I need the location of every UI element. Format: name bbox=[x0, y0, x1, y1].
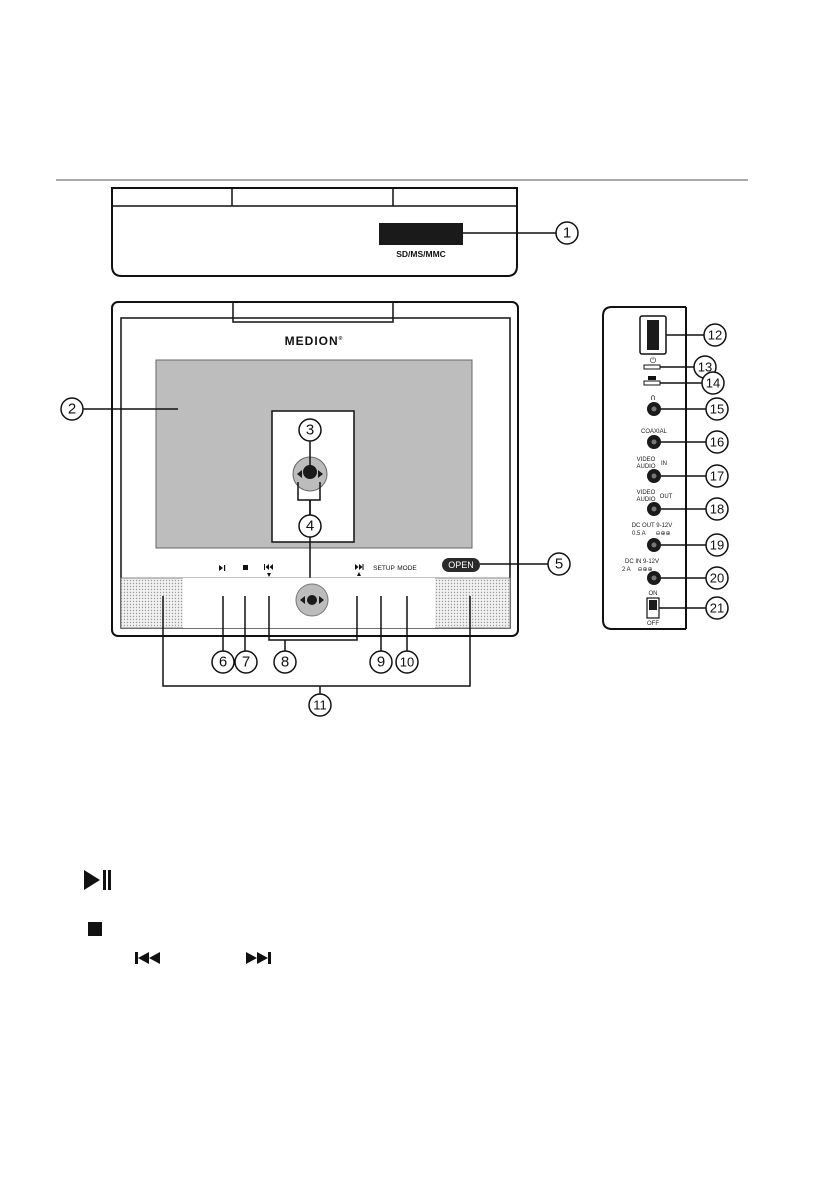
mode-button[interactable]: MODE bbox=[397, 565, 417, 572]
top-view: SD/MS/MMC bbox=[112, 188, 517, 276]
coaxial-label: COAXIAL bbox=[641, 429, 668, 435]
headphones-icon: ∩ bbox=[650, 393, 656, 402]
callout-18: 18 bbox=[706, 498, 728, 520]
video-out-label: VIDEO bbox=[637, 490, 656, 496]
callout-3: 3 bbox=[299, 419, 321, 441]
callout-7: 7 bbox=[235, 651, 257, 673]
svg-text:6: 6 bbox=[219, 654, 227, 671]
callout-17: 17 bbox=[706, 465, 728, 487]
out-label: OUT bbox=[660, 494, 673, 500]
card-slot bbox=[379, 223, 463, 245]
dc-in-current-label: 2 A bbox=[622, 567, 631, 573]
svg-text:OPEN: OPEN bbox=[448, 560, 474, 570]
skip-back-icon bbox=[135, 952, 160, 964]
stop-button[interactable] bbox=[243, 565, 248, 570]
svg-text:7: 7 bbox=[242, 654, 250, 671]
side-view: ⏻ ∩ COAXIAL VIDEO AUDIO IN VIDEO AUDIO O… bbox=[603, 307, 686, 629]
svg-text:14: 14 bbox=[706, 376, 720, 391]
callout-6: 6 bbox=[212, 651, 234, 673]
callout-2: 2 bbox=[61, 398, 83, 420]
brand-logo: MEDION® bbox=[285, 334, 344, 348]
callout-21: 21 bbox=[706, 597, 728, 619]
callout-5: 5 bbox=[548, 553, 570, 575]
callout-1: 1 bbox=[556, 222, 578, 244]
skip-forward-button[interactable] bbox=[355, 564, 364, 576]
play-pause-button[interactable] bbox=[219, 565, 225, 571]
callout-20: 20 bbox=[706, 567, 728, 589]
svg-text:1: 1 bbox=[563, 225, 571, 242]
callout-10: 10 bbox=[396, 651, 418, 673]
open-button[interactable]: OPEN bbox=[442, 558, 480, 572]
dc-in-label: DC IN 9-12V bbox=[625, 559, 659, 565]
skip-forward-icon bbox=[246, 952, 271, 964]
setup-button[interactable]: SETUP bbox=[373, 565, 395, 572]
card-slot-label: SD/MS/MMC bbox=[396, 249, 446, 259]
power-led bbox=[644, 365, 660, 369]
svg-text:8: 8 bbox=[281, 654, 289, 671]
callout-9: 9 bbox=[370, 651, 392, 673]
svg-text:10: 10 bbox=[400, 655, 414, 670]
svg-text:18: 18 bbox=[710, 502, 724, 517]
svg-text:2: 2 bbox=[68, 401, 76, 418]
video-in-label: VIDEO bbox=[637, 457, 656, 463]
callout-14: 14 bbox=[702, 372, 724, 394]
callout-4: 4 bbox=[299, 515, 321, 537]
svg-text:20: 20 bbox=[710, 571, 724, 586]
svg-text:9: 9 bbox=[377, 654, 385, 671]
play-pause-icon bbox=[84, 870, 111, 890]
callout-16: 16 bbox=[706, 431, 728, 453]
svg-text:3: 3 bbox=[306, 422, 314, 439]
dc-in-polarity-icon: ⊖⊕⊕ bbox=[637, 566, 652, 573]
front-view: MEDION® bbox=[112, 302, 518, 636]
svg-text:4: 4 bbox=[306, 518, 314, 535]
svg-text:17: 17 bbox=[710, 469, 724, 484]
svg-text:12: 12 bbox=[708, 328, 722, 343]
on-label: ON bbox=[649, 591, 658, 597]
power-switch[interactable] bbox=[647, 598, 659, 618]
svg-text:21: 21 bbox=[710, 601, 724, 616]
legend-icons bbox=[84, 870, 271, 964]
stop-icon bbox=[88, 922, 102, 936]
callout-15: 15 bbox=[706, 398, 728, 420]
svg-text:19: 19 bbox=[710, 538, 724, 553]
battery-led bbox=[644, 381, 660, 385]
in-label: IN bbox=[661, 461, 667, 467]
svg-text:15: 15 bbox=[710, 402, 724, 417]
skip-back-button[interactable] bbox=[264, 564, 273, 577]
callout-8: 8 bbox=[274, 651, 296, 673]
svg-text:5: 5 bbox=[555, 556, 563, 573]
callout-11: 11 bbox=[309, 694, 331, 716]
callout-19: 19 bbox=[706, 534, 728, 556]
svg-text:16: 16 bbox=[710, 435, 724, 450]
dc-out-current-label: 0.5 A bbox=[632, 531, 646, 537]
svg-text:11: 11 bbox=[313, 698, 327, 713]
power-icon: ⏻ bbox=[650, 356, 657, 365]
off-label: OFF bbox=[647, 621, 659, 627]
dc-out-label: DC OUT 9-12V bbox=[632, 523, 673, 529]
dc-out-polarity-icon: ⊖⊕⊕ bbox=[655, 530, 670, 537]
battery-icon bbox=[648, 376, 656, 380]
callout-12: 12 bbox=[704, 324, 726, 346]
